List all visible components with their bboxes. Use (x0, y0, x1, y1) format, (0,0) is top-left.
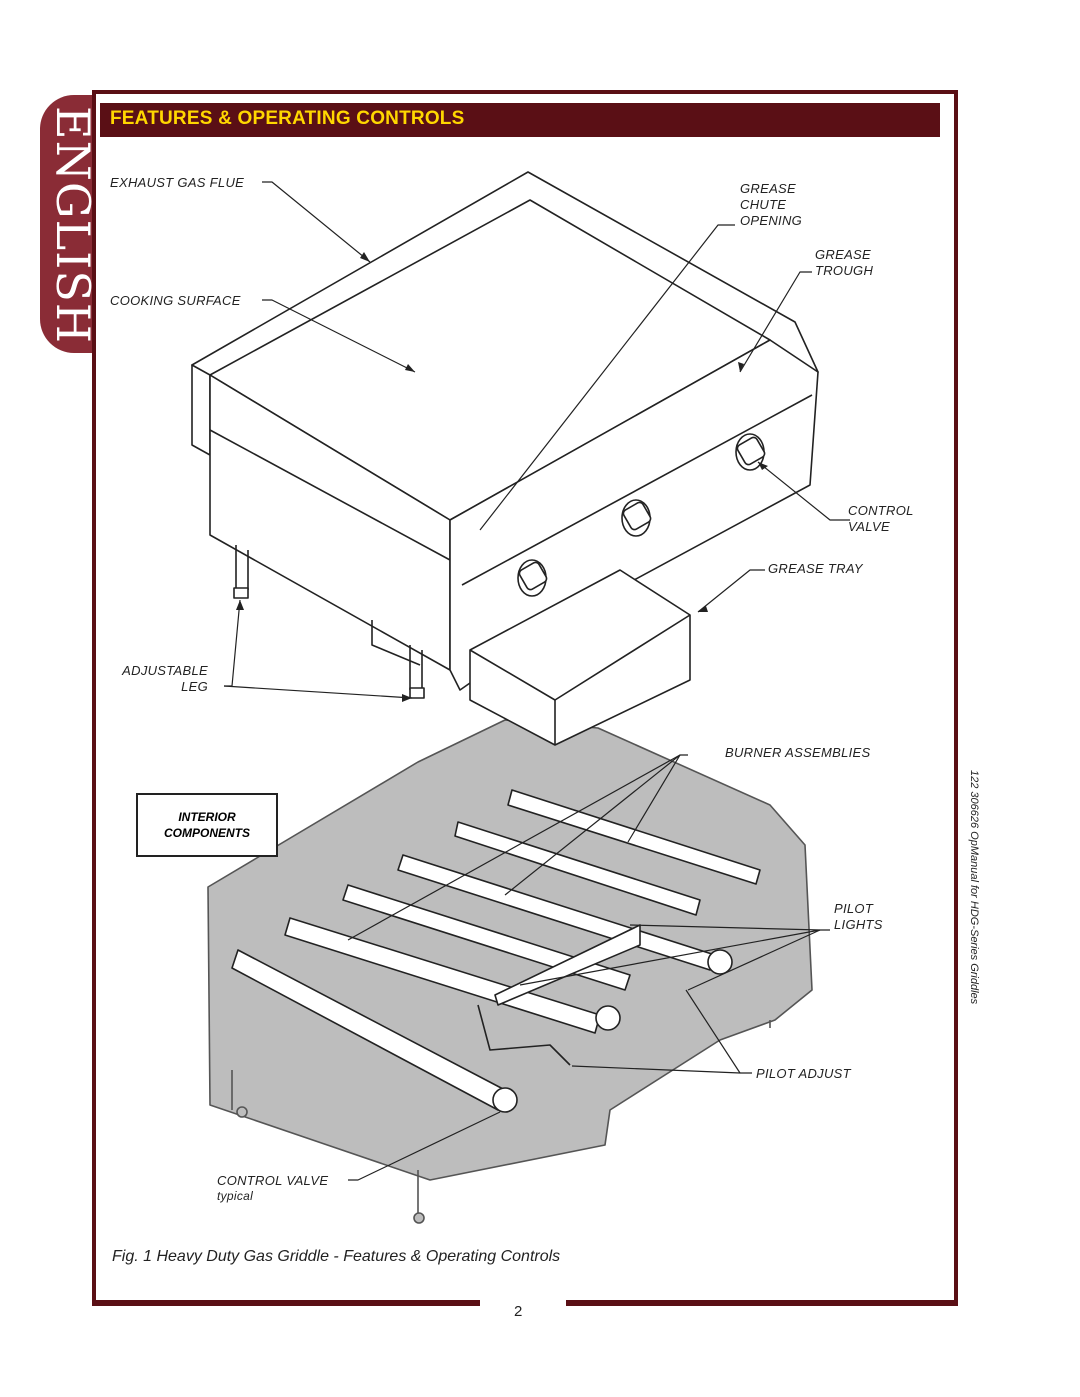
label-grease-tray: GREASE TRAY (768, 561, 863, 576)
section-title: FEATURES & OPERATING CONTROLS (110, 108, 465, 129)
label-pilot-2: LIGHTS (834, 917, 883, 932)
label-grease-chute-1: GREASE (740, 181, 796, 196)
frame-bottom-rule-right (566, 1300, 954, 1306)
interior-components-box: INTERIOR COMPONENTS (136, 793, 278, 857)
leader-lines (223, 181, 850, 1181)
label-adjustable-2: LEG (181, 679, 208, 694)
label-adjustable-1: ADJUSTABLE (122, 663, 208, 678)
arrowheads (236, 252, 768, 702)
pilot-bracket (494, 924, 641, 1006)
control-knobs (517, 433, 766, 597)
pilot-tubing (477, 1004, 571, 1066)
adjustable-leg-left (235, 545, 249, 590)
grease-tray (469, 569, 691, 746)
label-pilot-adjust: PILOT ADJUST (756, 1066, 851, 1081)
label-control-valve-1: CONTROL (848, 503, 914, 518)
label-control-valve-typical-1: CONTROL VALVE (217, 1173, 329, 1188)
document-reference: 122 306626 OpManual for HDG-Series Gridd… (968, 770, 980, 1005)
label-control-valve-2: VALVE (848, 519, 890, 534)
label-control-valve-typical-2: typical (217, 1189, 254, 1203)
label-cooking-surface: COOKING SURFACE (110, 293, 241, 308)
section-header: FEATURES & OPERATING CONTROLS (100, 103, 940, 137)
label-burner-assemblies: BURNER ASSEMBLIES (725, 745, 871, 760)
label-grease-trough-1: GREASE (815, 247, 871, 262)
label-pilot-1: PILOT (834, 901, 874, 916)
label-exhaust-gas-flue: EXHAUST GAS FLUE (110, 175, 245, 190)
label-grease-chute-3: OPENING (740, 213, 803, 228)
frame-bottom-rule-left (92, 1300, 480, 1306)
label-grease-chute-2: CHUTE (740, 197, 787, 212)
label-grease-trough-2: TROUGH (815, 263, 874, 278)
interior-label-2: COMPONENTS (163, 826, 250, 840)
figure-caption: Fig. 1 Heavy Duty Gas Griddle - Features… (112, 1248, 561, 1265)
interior-label-1: INTERIOR (178, 810, 236, 824)
page-number: 2 (514, 1303, 523, 1320)
adjustable-leg-right (409, 645, 423, 690)
